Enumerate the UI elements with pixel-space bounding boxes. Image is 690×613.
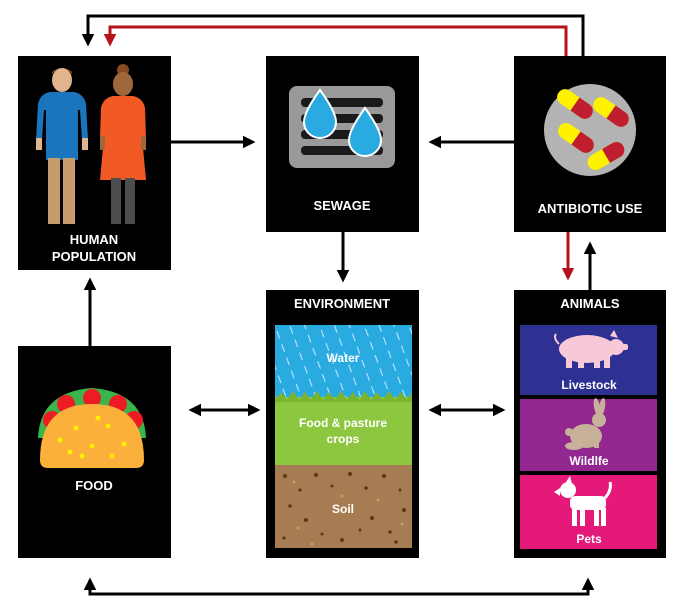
node-antibiotic-use: ANTIBIOTIC USE	[514, 56, 666, 232]
animals-wildlife-label: Wildlfe	[569, 454, 609, 468]
arrow-food-animals-bottom	[83, 577, 595, 596]
human-label-line2: POPULATION	[52, 249, 136, 264]
arrow-antibiotic-to-human-red	[103, 25, 568, 56]
water-drop-icon	[302, 88, 383, 157]
animals-wildlife-section: Wildlfe	[520, 398, 657, 471]
taco-icon	[38, 388, 146, 468]
pills-icon	[544, 84, 636, 176]
human-label-line1: HUMAN	[70, 232, 118, 247]
environment-label: ENVIRONMENT	[294, 296, 390, 311]
animals-label: ANIMALS	[560, 296, 620, 311]
env-soil-section: Soil	[275, 465, 412, 548]
env-crops-label-line2: crops	[327, 432, 360, 446]
rabbit-icon	[565, 398, 606, 450]
woman-icon	[100, 64, 146, 224]
animals-pets-label: Pets	[576, 532, 602, 546]
animals-pets-section: Pets	[520, 475, 657, 549]
antibiotic-label: ANTIBIOTIC USE	[538, 201, 643, 216]
node-human-population: HUMAN POPULATION	[18, 56, 171, 270]
env-water-label: Water	[327, 351, 360, 365]
env-crops-section: Food & pasture crops	[275, 391, 412, 465]
arrow-antibiotic-to-human-black	[81, 14, 585, 56]
node-animals: ANIMALS Livestock	[514, 290, 666, 558]
env-soil-label: Soil	[332, 502, 354, 516]
animals-livestock-label: Livestock	[561, 378, 617, 392]
dog-icon	[554, 476, 612, 526]
env-water-section: Water	[275, 325, 412, 397]
node-sewage: SEWAGE	[266, 56, 419, 232]
pig-icon	[554, 330, 628, 368]
sewage-label: SEWAGE	[313, 198, 370, 213]
node-food: FOOD	[18, 346, 171, 558]
man-icon	[36, 68, 88, 224]
node-environment: ENVIRONMENT Water Food & pasture crops	[266, 290, 419, 558]
env-crops-label-line1: Food & pasture	[299, 416, 387, 430]
animals-livestock-section: Livestock	[520, 325, 657, 395]
food-label: FOOD	[75, 478, 113, 493]
